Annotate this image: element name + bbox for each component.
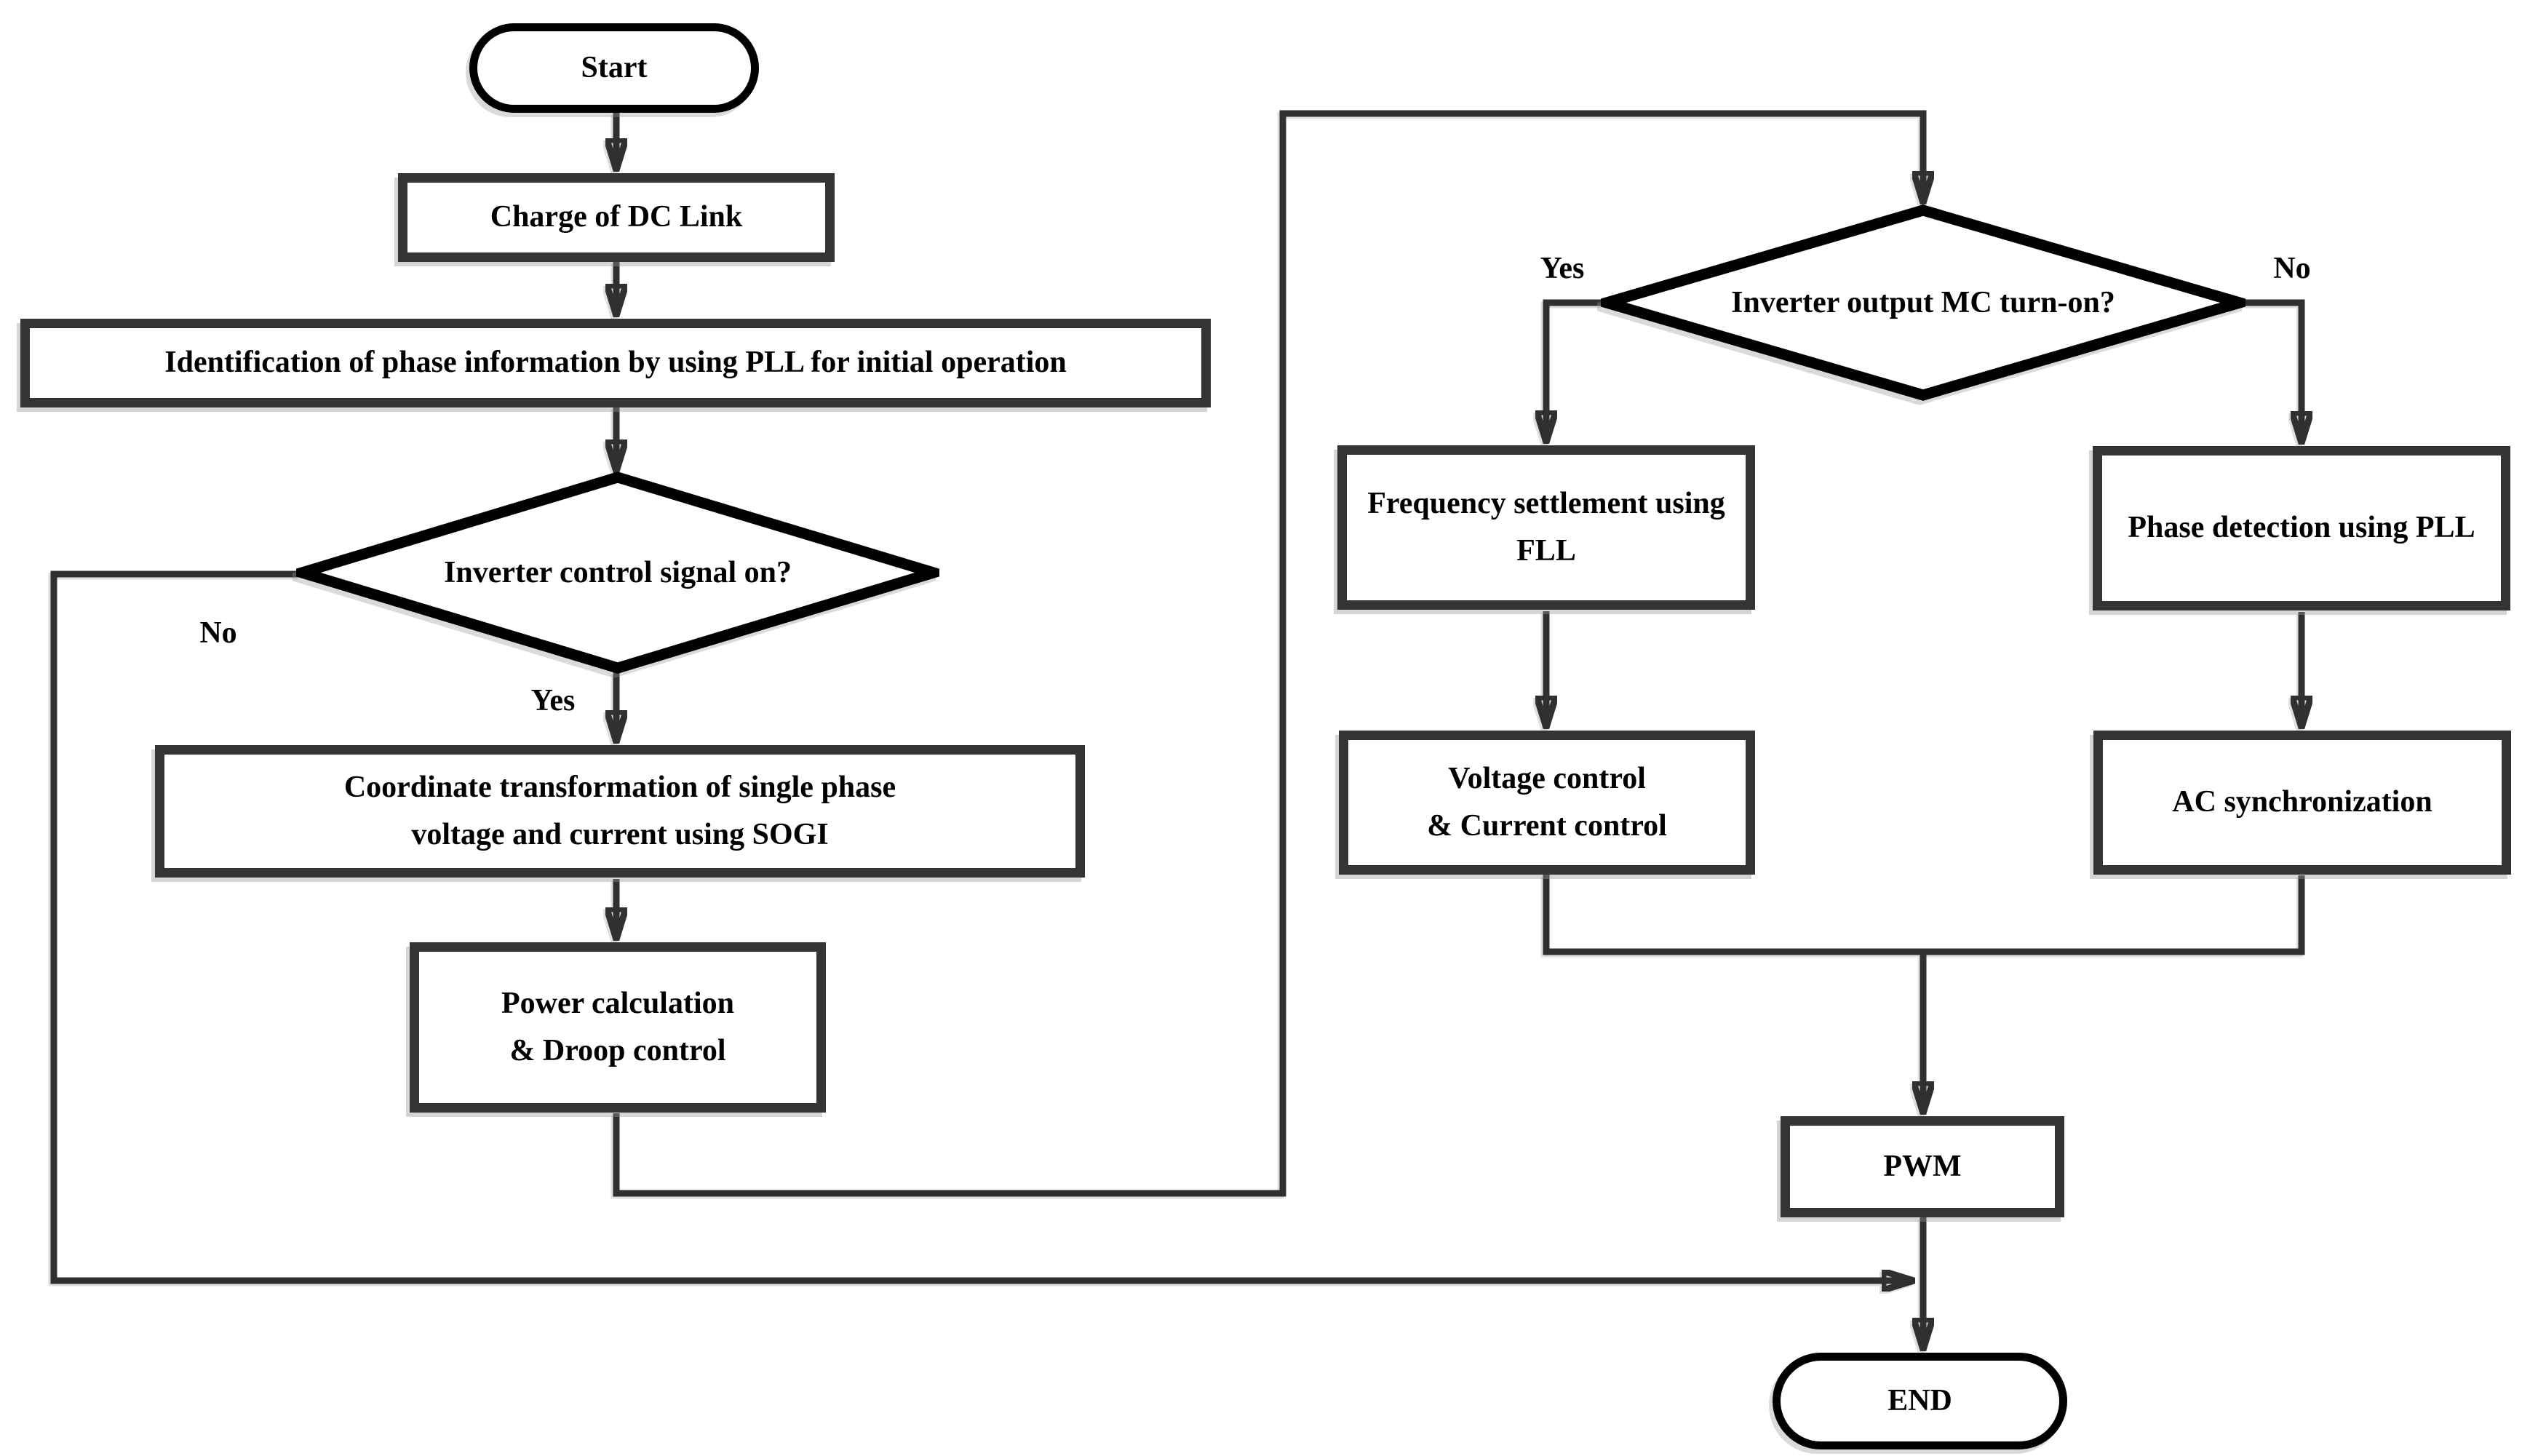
node-power-calculation-line2: & Droop control <box>509 1034 726 1067</box>
diamond-shape <box>296 472 939 674</box>
node-coordinate-transformation-line1: Coordinate transformation of single phas… <box>343 770 896 804</box>
edge-label-mc-yes: Yes <box>1540 252 1585 285</box>
edge-label-mc-no: No <box>2273 252 2311 285</box>
edge-merge-bus <box>1543 875 2305 955</box>
node-pwm-label: PWM <box>1883 1149 1962 1183</box>
node-voltage-control-line1: Voltage control <box>1448 761 1646 795</box>
node-coordinate-transformation: Coordinate transformation of single phas… <box>155 745 1085 878</box>
edge-mc-no-to-phase <box>2244 299 2302 443</box>
diamond-shape <box>1601 204 2245 401</box>
node-ac-synchronization-label: AC synchronization <box>2172 785 2433 819</box>
node-phase-detection: Phase detection using PLL <box>2093 446 2510 610</box>
edge-label-control-yes: Yes <box>530 684 576 717</box>
edge-control-no-to-end-line <box>50 570 1914 1281</box>
node-inverter-output-mc-decision: Inverter output MC turn-on? <box>1601 204 2245 401</box>
node-phase-detection-label: Phase detection using PLL <box>2128 511 2475 545</box>
edge-power-to-mc-diamond <box>613 110 1923 1197</box>
node-end-label: END <box>1887 1383 1952 1417</box>
edge-mc-yes-to-frequency <box>1546 299 1604 442</box>
node-inverter-control-decision: Inverter control signal on? <box>296 472 939 674</box>
node-inverter-control-decision-label: Inverter control signal on? <box>444 556 792 589</box>
node-end: END <box>1773 1353 2067 1449</box>
node-inverter-output-mc-decision-label: Inverter output MC turn-on? <box>1731 286 2115 319</box>
node-identification-pll: Identification of phase information by u… <box>20 319 1211 407</box>
node-voltage-control: Voltage control & Current control <box>1339 731 1755 875</box>
node-voltage-control-line2: & Current control <box>1427 809 1667 843</box>
node-power-calculation-line1: Power calculation <box>501 986 734 1020</box>
node-frequency-settlement: Frequency settlement using FLL <box>1337 445 1755 610</box>
node-start-label: Start <box>581 50 648 84</box>
node-start: Start <box>469 23 759 113</box>
node-coordinate-transformation-line2: voltage and current using SOGI <box>411 818 829 851</box>
node-charge-dc-link-label: Charge of DC Link <box>490 200 743 234</box>
node-frequency-settlement-line2: FLL <box>1516 534 1576 568</box>
node-identification-pll-label: Identification of phase information by u… <box>164 346 1067 380</box>
node-frequency-settlement-line1: Frequency settlement using <box>1367 486 1725 520</box>
node-ac-synchronization: AC synchronization <box>2093 731 2511 875</box>
node-power-calculation: Power calculation & Droop control <box>410 942 826 1113</box>
node-pwm: PWM <box>1781 1116 2064 1217</box>
edge-label-control-no: No <box>199 616 237 650</box>
node-charge-dc-link: Charge of DC Link <box>398 173 835 262</box>
